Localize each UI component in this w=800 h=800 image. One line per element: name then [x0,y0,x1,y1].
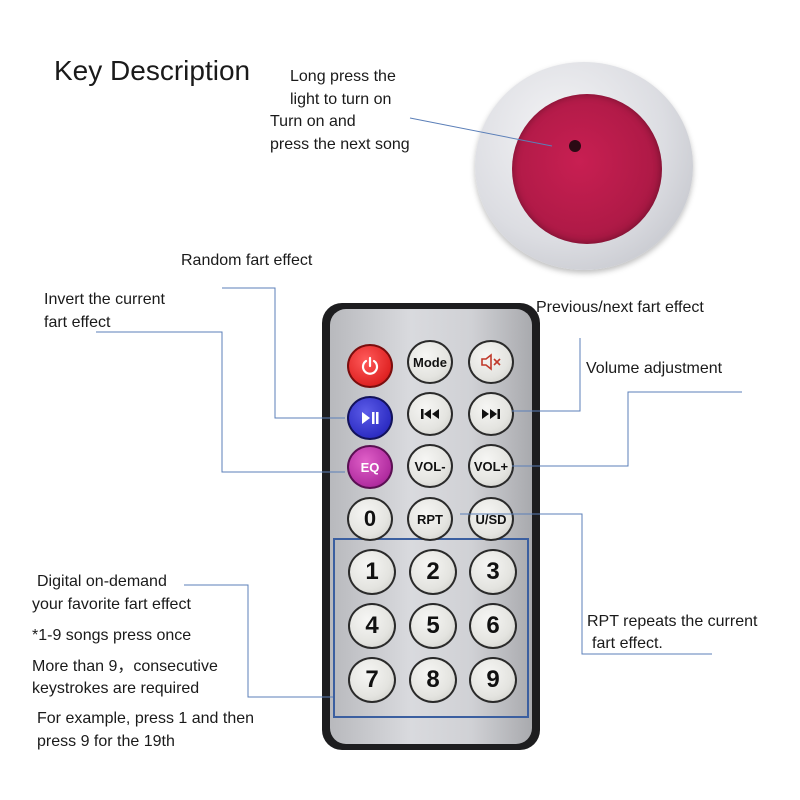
digit-label: 7 [365,666,379,693]
invert-label-line-1: Invert the current [44,291,165,308]
vol-minus-label: VOL- [414,458,446,474]
random-effect-label: Random fart effect [181,252,313,269]
digital-label-line-2: your favorite fart effect [32,596,191,613]
invert-leader-line [96,331,345,473]
digital-label-line-3: *1-9 songs press once [32,627,192,644]
usd-button[interactable]: U/SD [468,497,514,541]
eq-button-label: EQ [360,459,380,475]
previous-icon [421,409,439,419]
device-center-hole [569,140,581,152]
digit-label: 1 [365,558,379,585]
play-pause-button[interactable] [347,396,393,440]
mute-button[interactable] [468,340,514,384]
digit-label: 6 [486,612,500,639]
digital-label-line-6: For example, press 1 and then [37,710,255,727]
digit-5-button[interactable]: 5 [409,603,457,649]
rpt-button[interactable]: RPT [407,497,453,541]
digit-label: 5 [426,612,440,639]
mode-button[interactable]: Mode [407,340,453,384]
device-label-line-2: light to turn on [290,91,392,108]
vol-plus-label: VOL+ [473,458,509,474]
device-label-line-3: Turn on and [270,113,356,130]
digit-label: 2 [426,558,440,585]
digit-4-button[interactable]: 4 [348,603,396,649]
digital-label-line-5: keystrokes are required [32,680,200,697]
previous-button[interactable] [407,392,453,436]
random-leader-line [222,287,345,419]
play-pause-icon [362,412,379,424]
digit-9-button[interactable]: 9 [469,657,517,703]
digital-label-line-1: Digital on-demand [37,573,167,590]
digit-6-button[interactable]: 6 [469,603,517,649]
digit-label: 8 [426,666,440,693]
digit-1-button[interactable]: 1 [348,549,396,595]
digit-3-button[interactable]: 3 [469,549,517,595]
page-title: Key Description [54,55,251,86]
volume-leader-line [512,391,742,467]
digit-label: 4 [365,612,379,639]
device-label-line-1: Long press the [290,68,396,85]
device-leader-line [409,117,553,147]
digital-label-line-7: press 9 for the 19th [37,733,175,750]
invert-label-line-2: fart effect [44,314,111,331]
device-light-button [512,94,662,244]
device-label-line-4: press the next song [270,136,410,153]
volume-label: Volume adjustment [586,360,723,377]
digit-label: 9 [486,666,500,693]
power-button[interactable] [347,344,393,388]
vol-minus-button[interactable]: VOL- [407,444,453,488]
prev-next-label: Previous/next fart effect [536,299,704,316]
zero-button[interactable]: 0 [347,497,393,541]
mute-icon [481,353,501,371]
eq-button[interactable]: EQ [347,445,393,489]
rpt-leader-line [460,513,712,655]
digital-leader-line [184,584,333,698]
power-icon [361,356,379,375]
digit-label: 3 [486,558,500,585]
digital-label-line-4: More than 9，consecutive [32,658,218,675]
prev-next-leader-line [512,338,581,412]
digit-2-button[interactable]: 2 [409,549,457,595]
rpt-button-label: RPT [417,511,443,527]
usd-button-label: U/SD [475,511,507,527]
next-icon [482,409,500,419]
digit-7-button[interactable]: 7 [348,657,396,703]
rpt-label-line-2: fart effect. [592,635,663,652]
next-button[interactable] [468,392,514,436]
rpt-label-line-1: RPT repeats the current [587,613,758,630]
digit-8-button[interactable]: 8 [409,657,457,703]
zero-button-label: 0 [363,506,377,531]
mode-button-label: Mode [413,354,447,370]
